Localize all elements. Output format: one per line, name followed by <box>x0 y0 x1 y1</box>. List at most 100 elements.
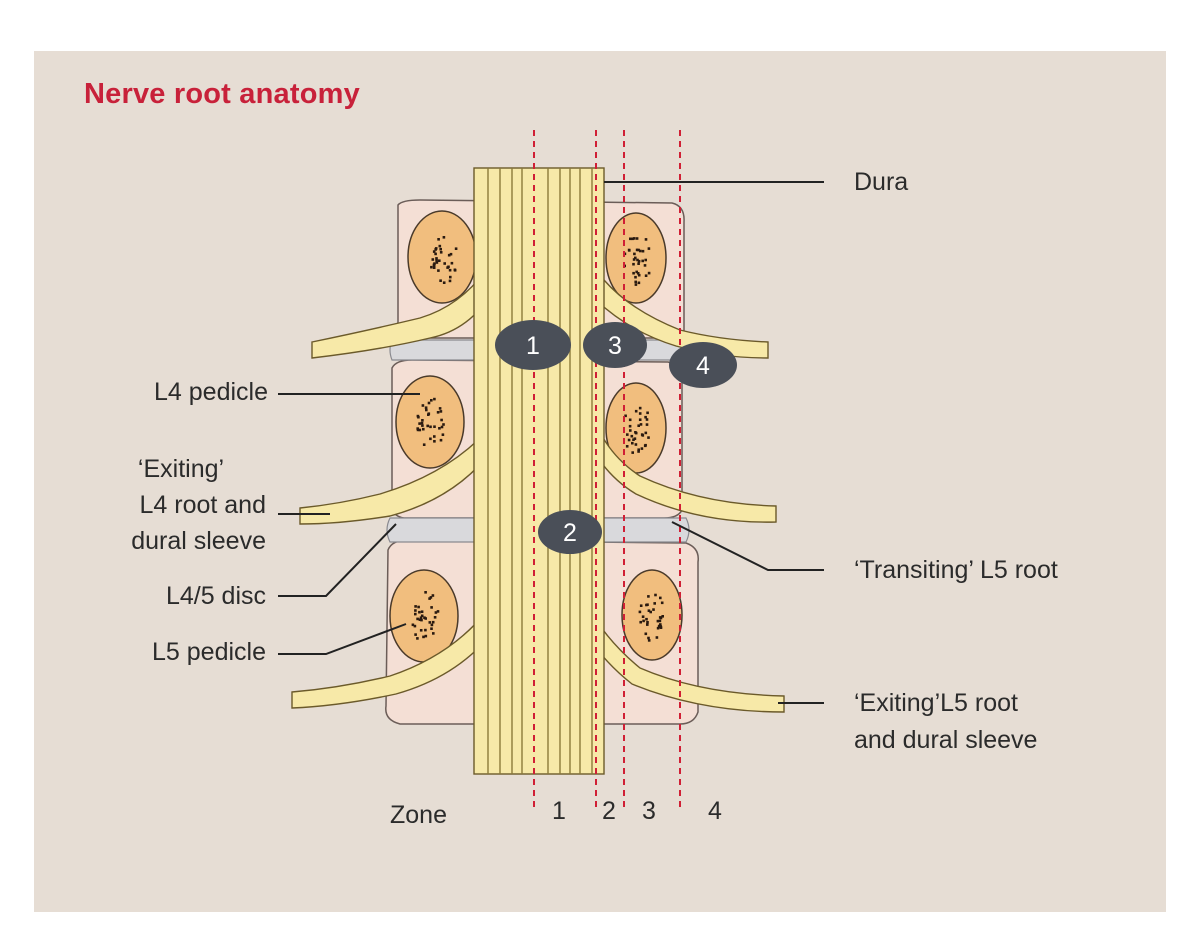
pedicle-dot <box>414 633 417 636</box>
pedicle-dot <box>424 591 427 594</box>
pedicle-dot <box>439 438 443 442</box>
pedicle-dot <box>645 617 648 621</box>
pedicle-dot <box>646 621 649 624</box>
pedicle-dot <box>634 256 637 260</box>
pedicle-dot <box>418 422 421 425</box>
pedicle-dot <box>658 619 662 623</box>
pedicle-dot <box>431 620 435 624</box>
pedicle-dot <box>629 429 632 432</box>
l4-pedicle <box>395 375 465 469</box>
pedicle-dot <box>639 620 642 624</box>
pedicle-dot <box>659 625 663 629</box>
pedicle-dot <box>438 427 441 430</box>
pedicle-dot <box>433 616 437 619</box>
pedicle-dot <box>634 275 637 279</box>
pedicle-dot <box>430 399 433 402</box>
pedicle-dot <box>641 259 644 263</box>
pedicle-dot <box>634 409 638 413</box>
pedicle-dot <box>646 411 649 415</box>
pedicle-dot <box>640 447 644 450</box>
pedicle-dot <box>413 624 417 628</box>
svg-text:3: 3 <box>608 332 622 360</box>
pedicle-dot <box>652 608 655 611</box>
pedicle-dot <box>660 601 664 605</box>
pedicle-dot <box>421 424 424 427</box>
pedicle-dot <box>414 609 417 612</box>
svg-text:4: 4 <box>696 352 710 380</box>
pedicle-dot <box>632 258 636 261</box>
pedicle-dot <box>420 421 424 425</box>
pedicle-dot <box>420 610 424 613</box>
pedicle-dot <box>430 606 433 609</box>
pedicle-dot <box>431 594 435 597</box>
pedicle-dot <box>450 261 454 265</box>
pedicle-dot <box>430 627 433 630</box>
label-exiting-l4-line3: dural sleeve <box>131 527 266 555</box>
pedicle-dot <box>422 443 426 446</box>
zone-number-2: 2 <box>602 797 616 825</box>
pedicle-dot <box>638 412 642 415</box>
pedicle-dot <box>429 437 432 441</box>
pedicle-dot <box>647 247 651 250</box>
pedicle-dot <box>637 450 640 453</box>
pedicle-dot <box>644 415 647 419</box>
zone-markers: 1 2 3 4 <box>495 320 737 554</box>
pedicle-dot <box>637 281 641 285</box>
pedicle-dot <box>647 436 650 439</box>
l45-disc-leader <box>278 523 397 597</box>
zone-number-3: 3 <box>642 797 656 825</box>
label-l4-pedicle: L4 pedicle <box>154 378 268 406</box>
label-exiting-l5-line2: and dural sleeve <box>854 726 1038 754</box>
pedicle-dot <box>658 616 662 619</box>
zone-boundaries <box>533 130 681 812</box>
pedicle-dot <box>631 451 634 454</box>
pedicle-dot <box>645 418 649 421</box>
dural-sac <box>473 167 605 775</box>
pedicle-dot <box>428 621 432 624</box>
pedicle-dot <box>426 424 429 428</box>
pedicle-dot <box>425 408 428 412</box>
pedicle-dot <box>434 247 438 250</box>
pedicle-dot <box>635 248 639 252</box>
pedicle-dot <box>661 615 664 618</box>
label-exiting-l5-line1: ‘Exiting’L5 root <box>854 689 1018 717</box>
pedicle-dot <box>441 433 445 436</box>
pedicle-dot <box>440 425 444 429</box>
pedicle-dot <box>637 424 640 427</box>
pedicle-dot <box>629 237 632 241</box>
pedicle-dot <box>641 615 645 618</box>
pedicle-dot <box>432 632 435 635</box>
pedicle-dot <box>654 593 657 597</box>
pedicles <box>389 210 683 663</box>
pedicle-dot <box>639 423 643 426</box>
pedicle-dot <box>433 425 436 428</box>
label-exiting-l4-line1: ‘Exiting’ <box>137 455 225 483</box>
pedicle-dot <box>449 252 453 256</box>
pedicle-dot <box>624 414 627 418</box>
pedicle-dot <box>434 252 437 256</box>
pedicle-dot <box>644 431 648 435</box>
pedicle-dot <box>644 258 647 262</box>
pedicle-dot <box>421 419 424 422</box>
pedicle-dot <box>628 424 632 428</box>
pedicle-dot <box>638 610 642 614</box>
pedicle-dot <box>424 406 428 409</box>
pedicle-dot <box>632 438 635 441</box>
pedicle-dot <box>641 434 645 437</box>
pedicle-dot <box>416 637 419 640</box>
zone-number-1: 1 <box>552 797 566 825</box>
pedicle-dot <box>659 623 662 626</box>
pedicle-dot <box>637 248 640 252</box>
pedicle-dot <box>639 604 643 607</box>
pedicle-dot <box>647 609 651 612</box>
pedicle-dot <box>635 270 638 274</box>
pedicle-dot <box>634 443 638 446</box>
pedicle-dot <box>645 423 649 426</box>
leader-lines <box>278 181 824 704</box>
pedicle-dot <box>432 263 436 267</box>
pedicle-dot <box>644 274 648 277</box>
marker-3: 3 <box>583 322 647 368</box>
pedicle-dot <box>643 444 647 448</box>
pedicle-dot <box>439 247 442 251</box>
